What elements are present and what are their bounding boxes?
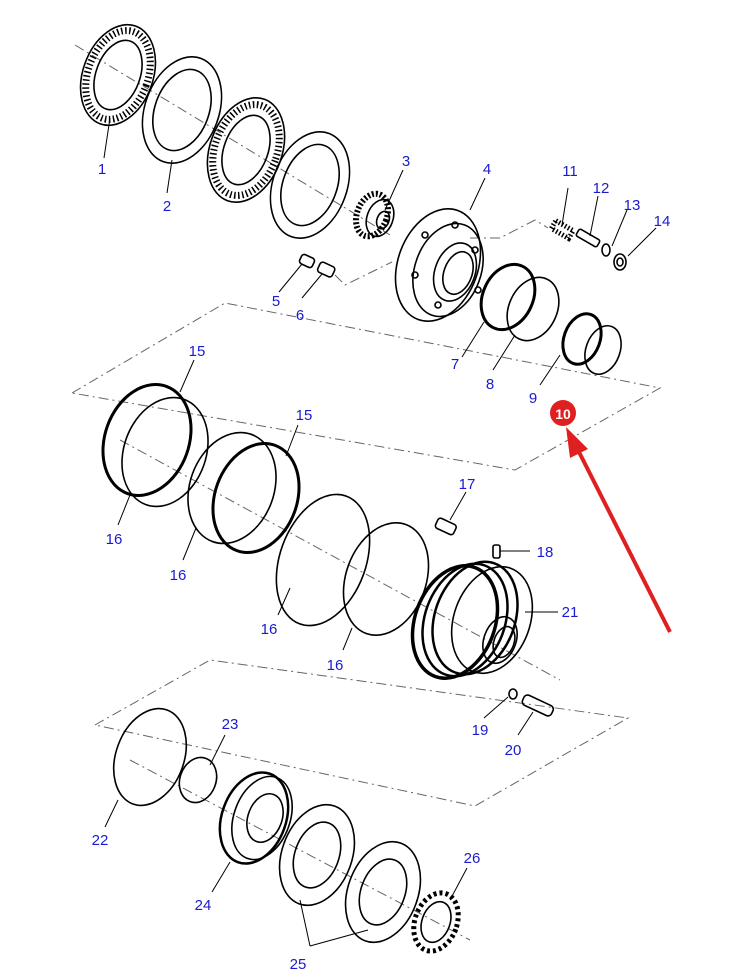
- phantom-outline-upper: [70, 302, 662, 471]
- part-16-seal-ring-c: [275, 493, 371, 627]
- callout-21[interactable]: 21: [562, 604, 579, 621]
- part-22-seal-ring: [112, 707, 188, 807]
- part-13-washer: [601, 243, 611, 257]
- callout-16-d[interactable]: 16: [327, 657, 344, 674]
- callout-5[interactable]: 5: [272, 293, 280, 310]
- callout-13[interactable]: 13: [624, 197, 641, 214]
- callout-2[interactable]: 2: [163, 198, 171, 215]
- part-10-seal-ring: [584, 324, 622, 376]
- leader-lines: [103, 117, 657, 947]
- callout-14[interactable]: 14: [654, 213, 671, 230]
- callout-9[interactable]: 9: [529, 390, 537, 407]
- part-15-seal-ring-outer-b: [211, 442, 301, 554]
- callout-15-b[interactable]: 15: [296, 407, 313, 424]
- callout-4[interactable]: 4: [483, 161, 491, 178]
- callout-26[interactable]: 26: [464, 850, 481, 867]
- part-26-snap-ring: [411, 890, 461, 954]
- part-4-hub: [394, 208, 484, 322]
- part-2-steel-plate-second: [269, 130, 351, 240]
- part-6-bushing: [316, 261, 336, 278]
- callout-6[interactable]: 6: [296, 307, 304, 324]
- callout-24[interactable]: 24: [195, 897, 212, 914]
- callout-15-a[interactable]: 15: [189, 343, 206, 360]
- callout-16-a[interactable]: 16: [106, 531, 123, 548]
- phantom-outline-lower: [93, 659, 630, 807]
- part-15-seal-ring-outer-a: [101, 383, 193, 497]
- part-2-steel-plate: [141, 55, 223, 165]
- part-9-seal-ring: [561, 312, 603, 366]
- callout-1[interactable]: 1: [98, 161, 106, 178]
- leader-box-5-6: [334, 261, 393, 286]
- part-8-o-ring: [506, 276, 560, 342]
- part-18-pin: [492, 544, 501, 559]
- callout-25[interactable]: 25: [290, 956, 307, 972]
- part-16-seal-ring-b: [187, 431, 277, 545]
- part-7-o-ring: [479, 262, 537, 332]
- part-24-pressure-plate: [218, 771, 293, 865]
- highlight-arrow: [566, 427, 672, 633]
- part-20-pin: [521, 694, 555, 717]
- callout-16-b[interactable]: 16: [170, 567, 187, 584]
- callout-20[interactable]: 20: [505, 742, 522, 759]
- callout-3[interactable]: 3: [402, 153, 410, 170]
- part-1-friction-disc-second: [206, 96, 286, 204]
- callout-8[interactable]: 8: [486, 376, 494, 393]
- callout-17[interactable]: 17: [459, 476, 476, 493]
- callout-7[interactable]: 7: [451, 356, 459, 373]
- callout-11[interactable]: 11: [562, 163, 578, 180]
- part-17-bleed-valve: [434, 517, 457, 536]
- callout-23[interactable]: 23: [222, 716, 239, 733]
- part-21-piston: [410, 560, 534, 680]
- part-16-seal-ring-d: [342, 522, 430, 636]
- callout-12[interactable]: 12: [593, 180, 610, 197]
- part-5-plug: [298, 253, 316, 269]
- axis-line-top: [74, 44, 391, 236]
- part-14-cap: [613, 253, 627, 271]
- callout-19[interactable]: 19: [472, 722, 489, 739]
- callout-labels: 1 2 3 4 5 6 7 8 9 11 12 13 14 15 15 16 1…: [92, 153, 671, 972]
- part-19-o-ring: [508, 688, 518, 700]
- part-23-seal-ring: [178, 756, 218, 804]
- axis-line-bottom: [129, 759, 471, 941]
- part-12-pin: [575, 228, 601, 248]
- leader-box-4: [470, 219, 549, 239]
- highlight-badge-10[interactable]: 10: [550, 400, 576, 426]
- callout-16-c[interactable]: 16: [261, 621, 278, 638]
- part-3-gear: [353, 190, 395, 240]
- axis-line-mid: [119, 439, 561, 681]
- part-25-plate-b: [344, 840, 422, 944]
- part-25-plate-a: [278, 803, 356, 907]
- callout-22[interactable]: 22: [92, 832, 109, 849]
- part-16-seal-ring-a: [121, 396, 209, 508]
- highlight-badge-label: 10: [555, 406, 571, 422]
- callout-18[interactable]: 18: [537, 544, 554, 561]
